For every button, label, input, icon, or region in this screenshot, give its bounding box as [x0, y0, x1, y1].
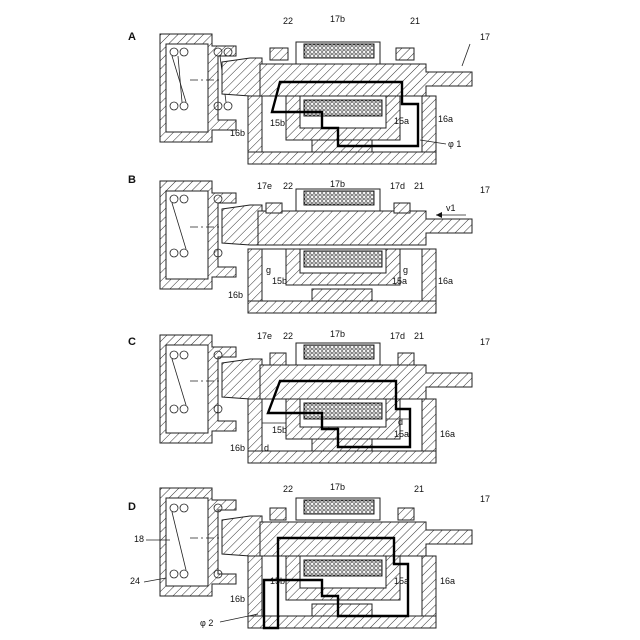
reference-label: 17 — [480, 185, 490, 195]
panel-label: C — [128, 336, 136, 348]
reference-label: 15a — [394, 116, 409, 126]
reference-label: 17b — [330, 329, 345, 339]
reference-label: 16b — [230, 128, 245, 138]
reference-label: 17b — [330, 482, 345, 492]
reference-label: d — [398, 417, 403, 427]
panel-c: C 17e 22 17b 17d 21 17 15b — [128, 329, 490, 463]
panel-b: B 17e 22 17b 17d 21 17 v1 — [128, 174, 490, 313]
reference-label: 17 — [480, 32, 490, 42]
reference-label: 17e — [257, 331, 272, 341]
panel-label: A — [128, 31, 136, 43]
reference-label: 18 — [134, 534, 144, 544]
reference-label: 17b — [330, 14, 345, 24]
reference-label: g — [403, 265, 408, 275]
reference-label: 22 — [283, 484, 293, 494]
reference-label: 22 — [283, 181, 293, 191]
reference-label: 15a — [392, 276, 407, 286]
reference-label: 17e — [257, 181, 272, 191]
upper-coil — [304, 44, 374, 58]
panel-d: D 22 17b 21 17 18 24 16b — [128, 482, 490, 628]
reference-label: 17b — [330, 179, 345, 189]
plunger-shaft — [222, 58, 262, 96]
reference-label: 17d — [390, 331, 405, 341]
panel-a: A — [128, 14, 490, 164]
reference-label: 15b — [272, 425, 287, 435]
reference-label: 21 — [414, 181, 424, 191]
reference-label: φ 1 — [448, 139, 461, 149]
reference-label: g — [266, 265, 271, 275]
reference-label: 22 — [283, 331, 293, 341]
ring-21 — [396, 48, 414, 60]
reference-label: 16b — [230, 443, 245, 453]
armature — [260, 64, 472, 96]
reference-label: 21 — [414, 484, 424, 494]
reference-label: 15a — [394, 576, 409, 586]
reference-label: 24 — [130, 576, 140, 586]
reference-label: 21 — [414, 331, 424, 341]
reference-label: 22 — [283, 16, 293, 26]
lower-coil — [304, 100, 382, 116]
panel-label: B — [128, 174, 136, 186]
reference-label: 15b — [272, 276, 287, 286]
reference-label: 16b — [228, 290, 243, 300]
panel-label: D — [128, 501, 136, 513]
reference-label: 17 — [480, 337, 490, 347]
reference-label: 16a — [440, 429, 455, 439]
reference-label: 16a — [438, 114, 453, 124]
reference-label: 17d — [390, 181, 405, 191]
reference-label: 15a — [394, 429, 409, 439]
reference-label: v1 — [446, 203, 456, 213]
reference-label: φ 2 — [200, 618, 213, 628]
reference-label: 17 — [480, 494, 490, 504]
reference-label: 15b — [270, 576, 285, 586]
reference-label: 16a — [440, 576, 455, 586]
reference-label: 16a — [438, 276, 453, 286]
reference-label: d — [264, 443, 269, 453]
reference-label: 15b — [270, 118, 285, 128]
reference-label: 21 — [410, 16, 420, 26]
ring-22 — [270, 48, 288, 60]
reference-label: 16b — [230, 594, 245, 604]
